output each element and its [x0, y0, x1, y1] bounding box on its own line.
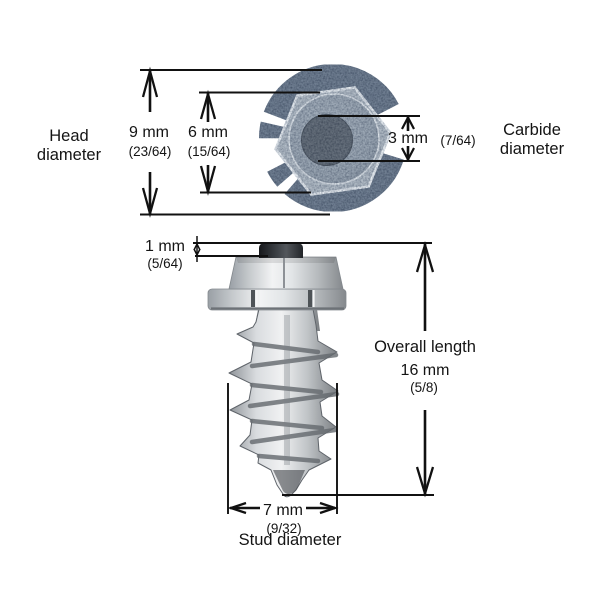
stud-diameter-fraction: (9/32): [266, 521, 302, 536]
carbide-diameter-label-line2: diameter: [499, 140, 565, 158]
overall-length-value: 16 mm: [400, 362, 450, 379]
side-view-stud-photo: [207, 243, 347, 498]
hex-diameter-fraction: (15/64): [187, 144, 231, 159]
flange-ring: [259, 64, 407, 212]
thread-shadows: [247, 341, 340, 464]
hex-diameter-value: 6 mm: [188, 124, 228, 141]
head-diameter-label-line2: diameter: [36, 146, 102, 164]
head-diameter-label: Head diameter: [9, 127, 129, 165]
overall-length-label: Overall length: [374, 338, 476, 356]
carbide-diameter-value: 3 mm: [388, 130, 428, 147]
dimension-lines: [140, 66, 435, 515]
stud-tip-shadow: [273, 470, 305, 495]
head-diameter-value: 9 mm: [129, 124, 169, 141]
carbide-diameter-fraction: (7/64): [440, 133, 476, 148]
carbide-diameter-label-line1: Carbide: [503, 121, 561, 139]
stud-diameter-value: 7 mm: [263, 502, 303, 519]
tip-height-value: 1 mm: [145, 238, 185, 255]
head-diameter-label-line1: Head: [49, 127, 89, 145]
overall-length-fraction: (5/8): [410, 380, 438, 395]
carbide-diameter-label: Carbide diameter: [472, 121, 592, 159]
carbide-pin-side: [259, 243, 303, 258]
flange-side: [207, 288, 347, 311]
tip-height-fraction: (5/64): [147, 256, 183, 271]
head-diameter-fraction: (23/64): [128, 144, 172, 159]
hex-head-chamfer: [236, 257, 336, 263]
dimension-arrows: [141, 66, 435, 515]
stud-diameter-label: Stud diameter: [238, 531, 342, 549]
carbide-insert-top: [301, 114, 353, 166]
